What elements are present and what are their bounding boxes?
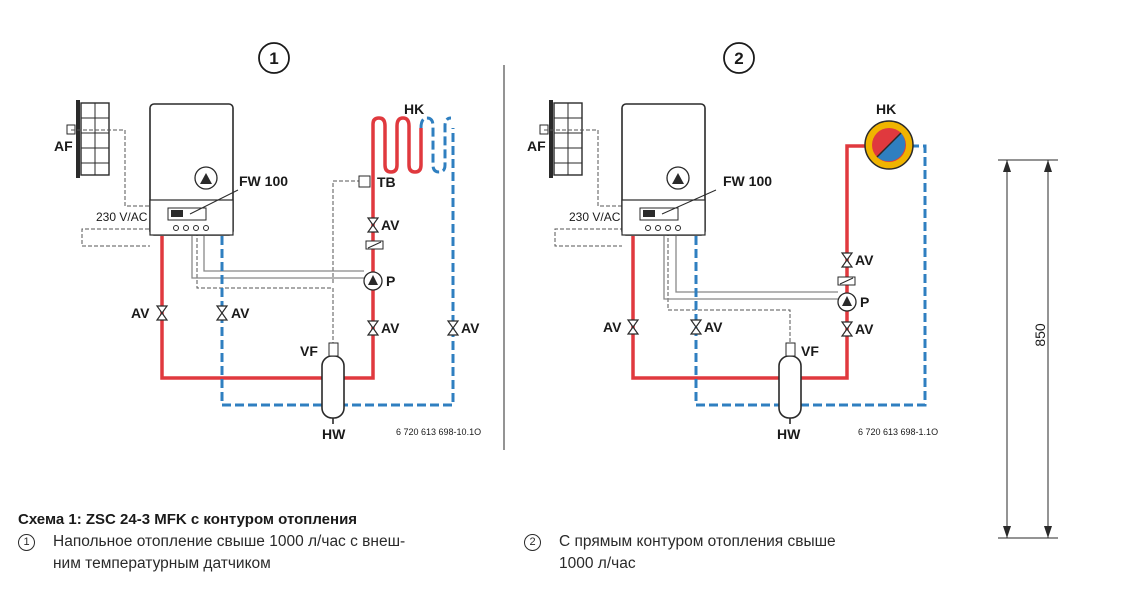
- valve-icon: [156, 305, 168, 321]
- scheme-2-number: 2: [734, 49, 743, 68]
- vf-label: VF: [300, 343, 318, 359]
- valve-icon: [367, 320, 379, 336]
- valve-icon: [367, 217, 379, 233]
- tb-label: TB: [377, 174, 396, 190]
- scheme-2: 2 AF FW: [527, 42, 938, 442]
- power-label: 230 V/AC: [96, 210, 148, 224]
- drawing-code: 6 720 613 698-1.1O: [858, 427, 938, 437]
- av-label: AV: [231, 305, 250, 321]
- return-pipe: [694, 144, 927, 407]
- check-valve-icon: [837, 276, 856, 286]
- scheme-1-number: 1: [269, 49, 278, 68]
- note-2-marker: 2: [524, 534, 541, 551]
- valve-icon: [841, 252, 853, 268]
- power-label: 230 V/AC: [569, 210, 621, 224]
- valve-icon: [447, 320, 459, 336]
- pump-icon: [837, 292, 857, 312]
- boiler: [149, 103, 234, 236]
- fw100-leader: [189, 189, 239, 215]
- av-label: AV: [855, 321, 874, 337]
- fw100-label: FW 100: [239, 173, 288, 189]
- height-dimension: [998, 159, 1058, 539]
- av-label: AV: [704, 319, 723, 335]
- pump-label: P: [860, 294, 869, 310]
- scheme-2-number-circle: [723, 42, 755, 74]
- scheme-1-number-circle: [258, 42, 290, 74]
- av-label: AV: [603, 319, 622, 335]
- af-label: AF: [527, 138, 546, 154]
- note-1: 1 Напольное отопление свыше 1000 л/час с…: [18, 531, 498, 575]
- af-label: AF: [54, 138, 73, 154]
- scheme-1: 1 AF: [54, 42, 481, 442]
- vf-label: VF: [801, 343, 819, 359]
- drawing-code: 6 720 613 698-10.1O: [396, 427, 481, 437]
- av-label: AV: [381, 320, 400, 336]
- hydraulic-separator-icon: [321, 342, 345, 424]
- valve-icon: [627, 319, 639, 335]
- hw-label: HW: [777, 426, 801, 442]
- note-1-text: Напольное отопление свыше 1000 л/час с в…: [53, 533, 406, 572]
- av-label: AV: [381, 217, 400, 233]
- pump-label: P: [386, 273, 395, 289]
- hw-label: HW: [322, 426, 346, 442]
- boiler: [621, 103, 706, 236]
- fw100-leader: [661, 189, 717, 215]
- valve-icon: [841, 321, 853, 337]
- figure-caption: Схема 1: ZSC 24-3 MFK с контуром отоплен…: [18, 511, 358, 528]
- note-1-marker: 1: [18, 534, 35, 551]
- hk-label: HK: [876, 101, 896, 117]
- pump-connection-pipes: [663, 236, 838, 300]
- valve-icon: [216, 305, 228, 321]
- fw100-label: FW 100: [723, 173, 772, 189]
- check-valve-icon: [365, 240, 384, 250]
- heating-circuit-radiator-icon: [864, 120, 914, 170]
- valve-icon: [690, 319, 702, 335]
- hydraulic-separator-icon: [778, 342, 802, 424]
- dimension-label: 850: [1032, 323, 1048, 347]
- pump-connection-pipes: [191, 236, 364, 279]
- note-2: 2 С прямым контуром отопления свыше 1000…: [524, 531, 924, 575]
- note-2-text: С прямым контуром отопления свыше 1000 л…: [559, 533, 836, 572]
- outside-sensor-af-icon: [539, 100, 583, 178]
- av-label: AV: [461, 320, 480, 336]
- av-label: AV: [855, 252, 874, 268]
- outside-sensor-af-icon: [66, 100, 110, 178]
- tb-thermostat-icon: [358, 175, 371, 188]
- av-label: AV: [131, 305, 150, 321]
- hk-label: HK: [404, 101, 424, 117]
- control-wiring: [544, 129, 791, 343]
- pump-icon: [363, 271, 383, 291]
